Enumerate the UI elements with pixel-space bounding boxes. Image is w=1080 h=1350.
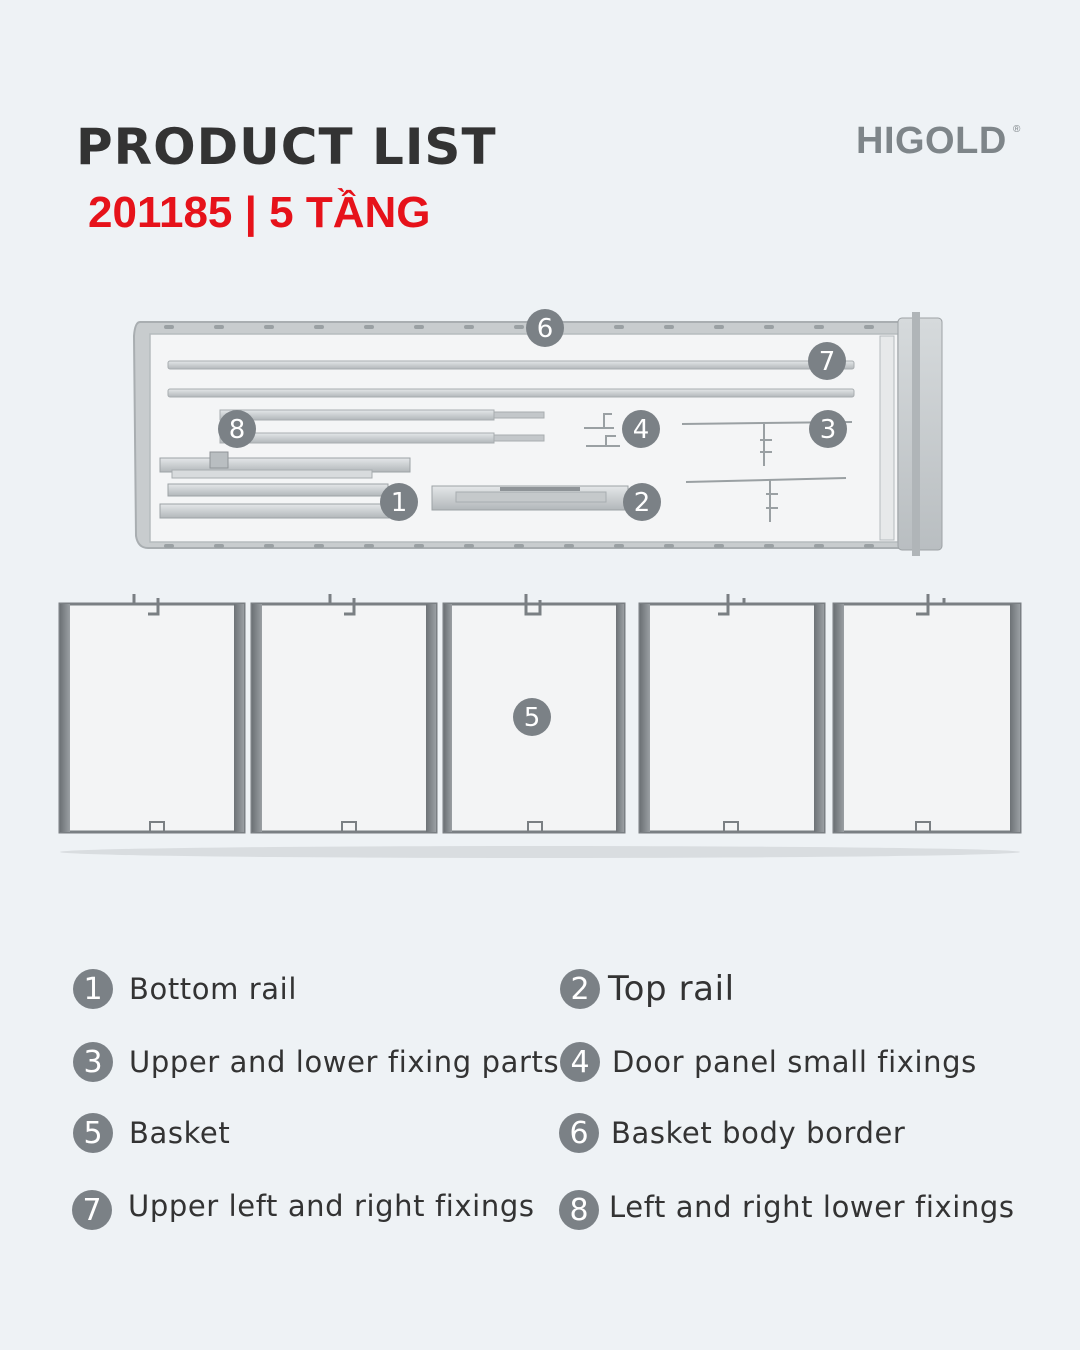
legend-number-badge: 1 <box>73 969 113 1009</box>
product-parts-illustration: 6 7 8 4 3 1 2 5 <box>58 309 1022 858</box>
legend-number-badge: 4 <box>560 1042 600 1082</box>
upper-fixings-part <box>167 360 855 398</box>
legend-item-4: 4 Door panel small fixings <box>560 1042 977 1082</box>
svg-text:4: 4 <box>633 415 650 445</box>
legend-item-3: 3 Upper and lower fixing parts <box>73 1042 559 1082</box>
callout-4: 4 <box>622 410 660 448</box>
legend-item-7: 7 Upper left and right fixings <box>72 1189 535 1230</box>
door-panel-small-fixings-part <box>584 413 620 447</box>
legend-label: Left and right lower fixings <box>609 1190 1015 1224</box>
svg-text:2: 2 <box>634 488 651 518</box>
product-subtitle: 201185 | 5 TẦNG <box>88 188 431 237</box>
legend-label: Upper left and right fixings <box>128 1189 535 1223</box>
legend-label: Bottom rail <box>129 972 297 1006</box>
callout-8: 8 <box>218 410 256 448</box>
svg-text:7: 7 <box>819 347 836 377</box>
brand-registered-mark: ® <box>1013 124 1021 135</box>
legend-item-6: 6 Basket body border <box>559 1113 905 1153</box>
svg-text:5: 5 <box>524 703 541 733</box>
svg-text:6: 6 <box>537 314 554 344</box>
legend-number-badge: 8 <box>559 1190 599 1230</box>
legend-number-badge: 2 <box>560 969 600 1009</box>
legend-label: Top rail <box>608 969 735 1009</box>
legend-number-badge: 6 <box>559 1113 599 1153</box>
lower-fixings-part <box>219 409 545 444</box>
svg-text:1: 1 <box>391 488 408 518</box>
legend-item-1: 1 Bottom rail <box>73 969 297 1009</box>
callout-1: 1 <box>380 483 418 521</box>
top-rail-part <box>431 485 629 511</box>
legend-label: Basket body border <box>611 1116 906 1150</box>
legend-item-2: 2 Top rail <box>560 969 735 1009</box>
callout-2: 2 <box>623 483 661 521</box>
baskets-part <box>58 594 1022 858</box>
bottom-rail-part <box>159 451 411 519</box>
callout-6: 6 <box>526 309 564 347</box>
svg-text:3: 3 <box>820 415 837 445</box>
legend-label: Upper and lower fixing parts <box>129 1045 560 1079</box>
page-title: PRODUCT LIST <box>76 118 497 176</box>
callout-7: 7 <box>808 342 846 380</box>
legend-item-5: 5 Basket <box>73 1113 230 1153</box>
legend-item-8: 8 Left and right lower fixings <box>559 1190 1015 1230</box>
callout-5: 5 <box>513 698 551 736</box>
legend-number-badge: 7 <box>72 1190 112 1230</box>
legend-label: Basket <box>129 1116 231 1150</box>
legend-number-badge: 5 <box>73 1113 113 1153</box>
svg-text:8: 8 <box>229 415 246 445</box>
legend-number-badge: 3 <box>73 1042 113 1082</box>
brand-logo: HIGOLD <box>856 120 1007 162</box>
legend-label: Door panel small fixings <box>612 1045 977 1079</box>
callout-3: 3 <box>809 410 847 448</box>
